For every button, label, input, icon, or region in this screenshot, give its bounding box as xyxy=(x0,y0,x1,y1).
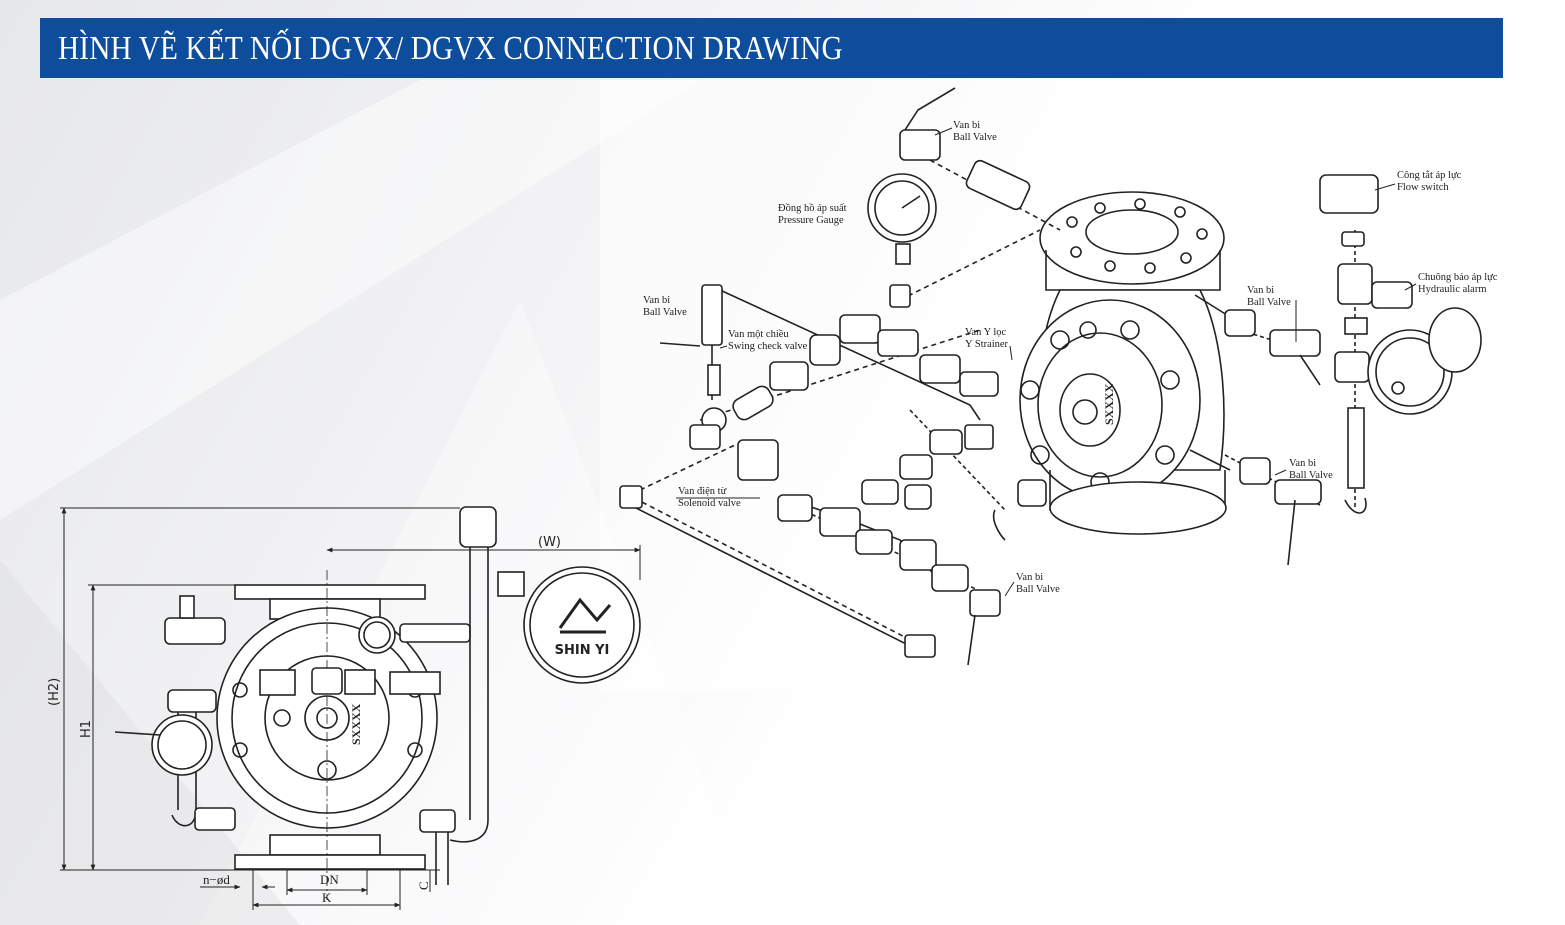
dim-h2: (H2) xyxy=(47,678,62,706)
page-title: HÌNH VẼ KẾT NỐI DGVX/ DGVX CONNECTION DR… xyxy=(58,30,843,67)
exploded-view: SXXXX xyxy=(600,80,1500,690)
label-ball-valve-top-en: Ball Valve xyxy=(953,132,997,143)
dim-n-od: n−ød xyxy=(203,872,230,887)
label-ball-valve-left-vi: Van bi xyxy=(643,295,670,306)
label-flow-switch-vi: Công tắt áp lực xyxy=(1397,170,1462,181)
component-labels: Van bi Ball Valve Đồng hồ áp suất Pressu… xyxy=(643,120,1498,595)
valve-marking: SXXXX xyxy=(1102,383,1116,425)
left-fittings xyxy=(619,284,1047,666)
label-ball-valve-right-en: Ball Valve xyxy=(1289,470,1333,481)
label-ball-valve-left-en: Ball Valve xyxy=(643,307,687,318)
dimension-lines xyxy=(60,507,641,910)
label-ball-valve-bottom-vi: Van bi xyxy=(1016,572,1043,583)
label-pressure-gauge-vi: Đồng hồ áp suất xyxy=(778,203,847,214)
dim-h1: H1 xyxy=(79,720,94,738)
label-y-strainer-en: Y Strainer xyxy=(965,339,1009,350)
leader-lines xyxy=(676,127,1417,597)
label-flow-switch-en: Flow switch xyxy=(1397,182,1449,193)
shin-yi-logo: SHIN YI xyxy=(555,643,610,658)
label-ball-valve-bottom-en: Ball Valve xyxy=(1016,584,1060,595)
pressure-gauge xyxy=(867,173,937,308)
dim-c: C xyxy=(416,881,431,890)
front-view: SXXXX SHIN YI xyxy=(47,506,641,910)
label-swing-check-en: Swing check valve xyxy=(728,341,808,352)
label-ball-valve-top-vi: Van bi xyxy=(953,120,980,131)
label-ball-valve-right-vi: Van bi xyxy=(1289,458,1316,469)
valve-body: SXXXX xyxy=(1019,289,1225,501)
label-ball-valve-mid-en: Ball Valve xyxy=(1247,297,1291,308)
label-hydraulic-alarm-en: Hydraulic alarm xyxy=(1418,284,1487,295)
label-pressure-gauge-en: Pressure Gauge xyxy=(778,215,844,226)
dimension-labels: (W) (H2) H1 n−ød DN K C xyxy=(47,535,561,905)
label-solenoid-en: Solenoid valve xyxy=(678,498,741,509)
label-solenoid-vi: Van điện từ xyxy=(678,486,727,497)
dim-dn: DN xyxy=(320,872,339,887)
bottom-flange xyxy=(1049,449,1231,535)
dim-k: K xyxy=(322,890,332,905)
front-valve-marking: SXXXX xyxy=(349,703,363,745)
top-flange xyxy=(1039,191,1225,291)
top-ball-valve xyxy=(899,87,1031,211)
dim-w: (W) xyxy=(538,535,561,550)
right-fittings xyxy=(1224,174,1482,566)
label-swing-check-vi: Van một chiều xyxy=(728,329,789,340)
label-hydraulic-alarm-vi: Chuông báo áp lực xyxy=(1418,272,1498,283)
label-y-strainer-vi: Van Y lọc xyxy=(965,327,1007,338)
header-bar: HÌNH VẼ KẾT NỐI DGVX/ DGVX CONNECTION DR… xyxy=(40,18,1503,78)
label-ball-valve-mid-vi: Van bi xyxy=(1247,285,1274,296)
